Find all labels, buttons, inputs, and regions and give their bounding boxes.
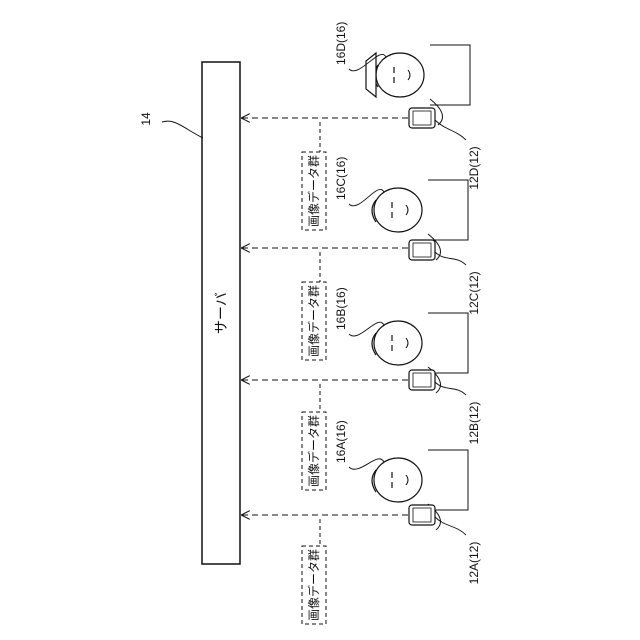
terminal-ref-label: 12C(12) (467, 271, 481, 314)
user-figure: 16B(16) 12B(12) (334, 287, 481, 444)
user-ref-label: 16B(16) (334, 287, 348, 330)
user-cap (366, 53, 376, 97)
image-data-label: 画像データ群 (306, 155, 321, 227)
user-head (374, 458, 422, 502)
user-head (376, 53, 424, 97)
server-ref-label: 14 (139, 112, 153, 126)
terminal-ref-label: 12B(12) (467, 402, 481, 445)
users-layer: 16D(16) 12D(12) 16C(16) 12C(12) 16B(16) 12B(1… (334, 22, 481, 585)
user-body (428, 313, 468, 373)
terminal-ref-label: 12A(12) (467, 542, 481, 585)
user-head (374, 188, 422, 232)
server-label: サーバ (213, 292, 229, 334)
user-figure: 16A(16) 12A(12) (334, 420, 481, 584)
terminal-ref-leader (435, 252, 466, 265)
user-body (428, 180, 468, 240)
image-data-label: 画像データ群 (306, 415, 321, 487)
user-body (428, 450, 468, 510)
user-ref-label: 16A(16) (334, 420, 348, 463)
terminal-ref-label: 12D(12) (467, 146, 481, 189)
server-ref-leader (162, 121, 203, 138)
image-data-label: 画像データ群 (306, 285, 321, 357)
image-data-label: 画像データ群 (306, 549, 321, 621)
user-ref-label: 16C(16) (334, 157, 348, 200)
user-head (374, 321, 422, 365)
user-figure: 16C(16) 12C(12) (334, 157, 481, 315)
user-figure: 16D(16) 12D(12) (334, 22, 481, 190)
user-ref-label: 16D(16) (334, 22, 348, 65)
user-body (430, 45, 470, 105)
